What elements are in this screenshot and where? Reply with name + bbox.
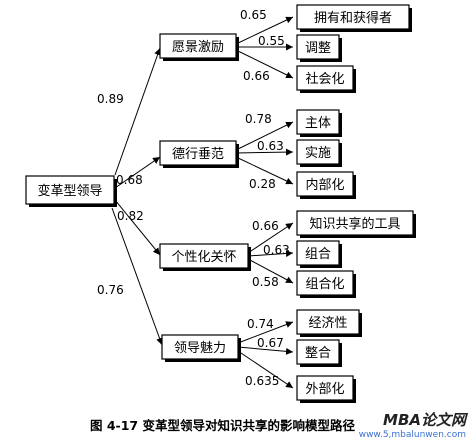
weight-care-o2: 0.63 — [263, 243, 290, 257]
outcome-label: 主体 — [305, 116, 331, 131]
edge-root-charisma — [111, 207, 163, 346]
outcome-label: 整合 — [305, 346, 331, 361]
root-edges — [111, 47, 163, 346]
outcome-label: 社会化 — [305, 71, 344, 87]
virtue-edges — [235, 121, 294, 185]
watermark-url: www.5,mbalunwen.com — [359, 430, 466, 440]
weight-root-charisma: 0.76 — [97, 283, 124, 297]
outcome-label: 经济性 — [308, 316, 347, 331]
edge-root-vision — [114, 47, 161, 176]
figure-caption: 图 4-17 变革型领导对知识共享的影响模型路径 — [90, 418, 355, 433]
watermark: MBA论文网 www.5,mbalunwen.com — [359, 411, 473, 440]
charisma-edges — [237, 321, 294, 389]
vision-edges — [235, 16, 294, 79]
weight-vision-o2: 0.55 — [258, 34, 285, 48]
outcome-node: 整合 — [296, 339, 342, 367]
outcome-label: 内部化 — [305, 177, 344, 193]
edge-charisma-o3 — [237, 350, 294, 389]
edge-virtue-o2 — [235, 148, 294, 156]
edge-root-care — [114, 199, 161, 256]
outcome-node: 拥有和获得者 — [296, 4, 412, 32]
outcome-node: 组合化 — [296, 270, 356, 298]
root-edge-weights: 0.89 0.68 0.82 0.76 — [97, 92, 144, 297]
edge-care-o1 — [247, 222, 294, 254]
mediator-label-virtue: 德行垂范 — [172, 147, 224, 162]
mediator-node-care: 个性化关怀 — [159, 243, 251, 271]
mediator-node-vision: 愿景激励 — [159, 33, 239, 61]
outcome-label: 调整 — [305, 41, 331, 56]
edge-vision-o3 — [235, 49, 294, 79]
mediator-node-virtue: 德行垂范 — [159, 140, 239, 168]
outcome-node: 实施 — [296, 139, 342, 167]
outcome-label: 拥有和获得者 — [314, 10, 392, 26]
weight-charisma-o1: 0.74 — [247, 317, 274, 331]
weight-root-virtue: 0.68 — [116, 173, 143, 187]
weight-virtue-o3: 0.28 — [249, 177, 276, 191]
outcome-label: 实施 — [305, 146, 331, 161]
outcome-node: 内部化 — [296, 171, 356, 199]
edge-root-virtue — [114, 156, 161, 189]
weight-vision-o3: 0.66 — [243, 69, 270, 83]
weight-virtue-o1: 0.78 — [245, 112, 272, 126]
mediator-node-charisma: 领导魅力 — [161, 334, 241, 362]
weight-care-o3: 0.58 — [252, 275, 279, 289]
edge-charisma-o2 — [237, 346, 294, 355]
weight-root-vision: 0.89 — [97, 92, 124, 106]
weight-root-care: 0.82 — [117, 209, 144, 223]
outcome-node: 外部化 — [296, 375, 356, 403]
weight-virtue-o2: 0.63 — [257, 139, 284, 153]
outcome-label: 组合 — [305, 247, 331, 262]
edge-charisma-o1 — [237, 321, 294, 344]
mediator-label-vision: 愿景激励 — [172, 40, 224, 55]
outcome-label: 外部化 — [305, 382, 344, 397]
edge-vision-o1 — [235, 16, 294, 45]
outcome-node: 组合 — [296, 240, 342, 268]
outcome-label: 知识共享的工具 — [309, 216, 400, 232]
edge-virtue-o1 — [235, 121, 294, 151]
outcome-node: 调整 — [296, 34, 342, 62]
outcome-node: 社会化 — [296, 65, 356, 93]
outcome-label: 组合化 — [305, 277, 344, 292]
weight-charisma-o3: 0.635 — [245, 374, 279, 388]
weight-vision-o1: 0.65 — [240, 8, 267, 22]
outcome-node: 经济性 — [296, 309, 362, 337]
edge-care-o2 — [247, 249, 294, 257]
mediator-label-care: 个性化关怀 — [171, 250, 236, 265]
edge-care-o3 — [247, 258, 294, 284]
care-edges — [247, 222, 294, 284]
outcome-node: 主体 — [296, 109, 342, 137]
outcome-edge-weights: 0.65 0.55 0.66 0.78 0.63 0.28 0.66 0.63 … — [240, 8, 290, 388]
root-node-label: 变革型领导 — [37, 183, 102, 199]
weight-charisma-o2: 0.67 — [257, 336, 284, 350]
outcome-node: 知识共享的工具 — [296, 210, 416, 238]
root-node: 变革型领导 — [25, 175, 117, 207]
weight-care-o1: 0.66 — [252, 219, 279, 233]
watermark-brand: MBA论文网 — [383, 411, 469, 429]
mediator-label-charisma: 领导魅力 — [174, 341, 226, 356]
edge-virtue-o3 — [235, 156, 294, 185]
